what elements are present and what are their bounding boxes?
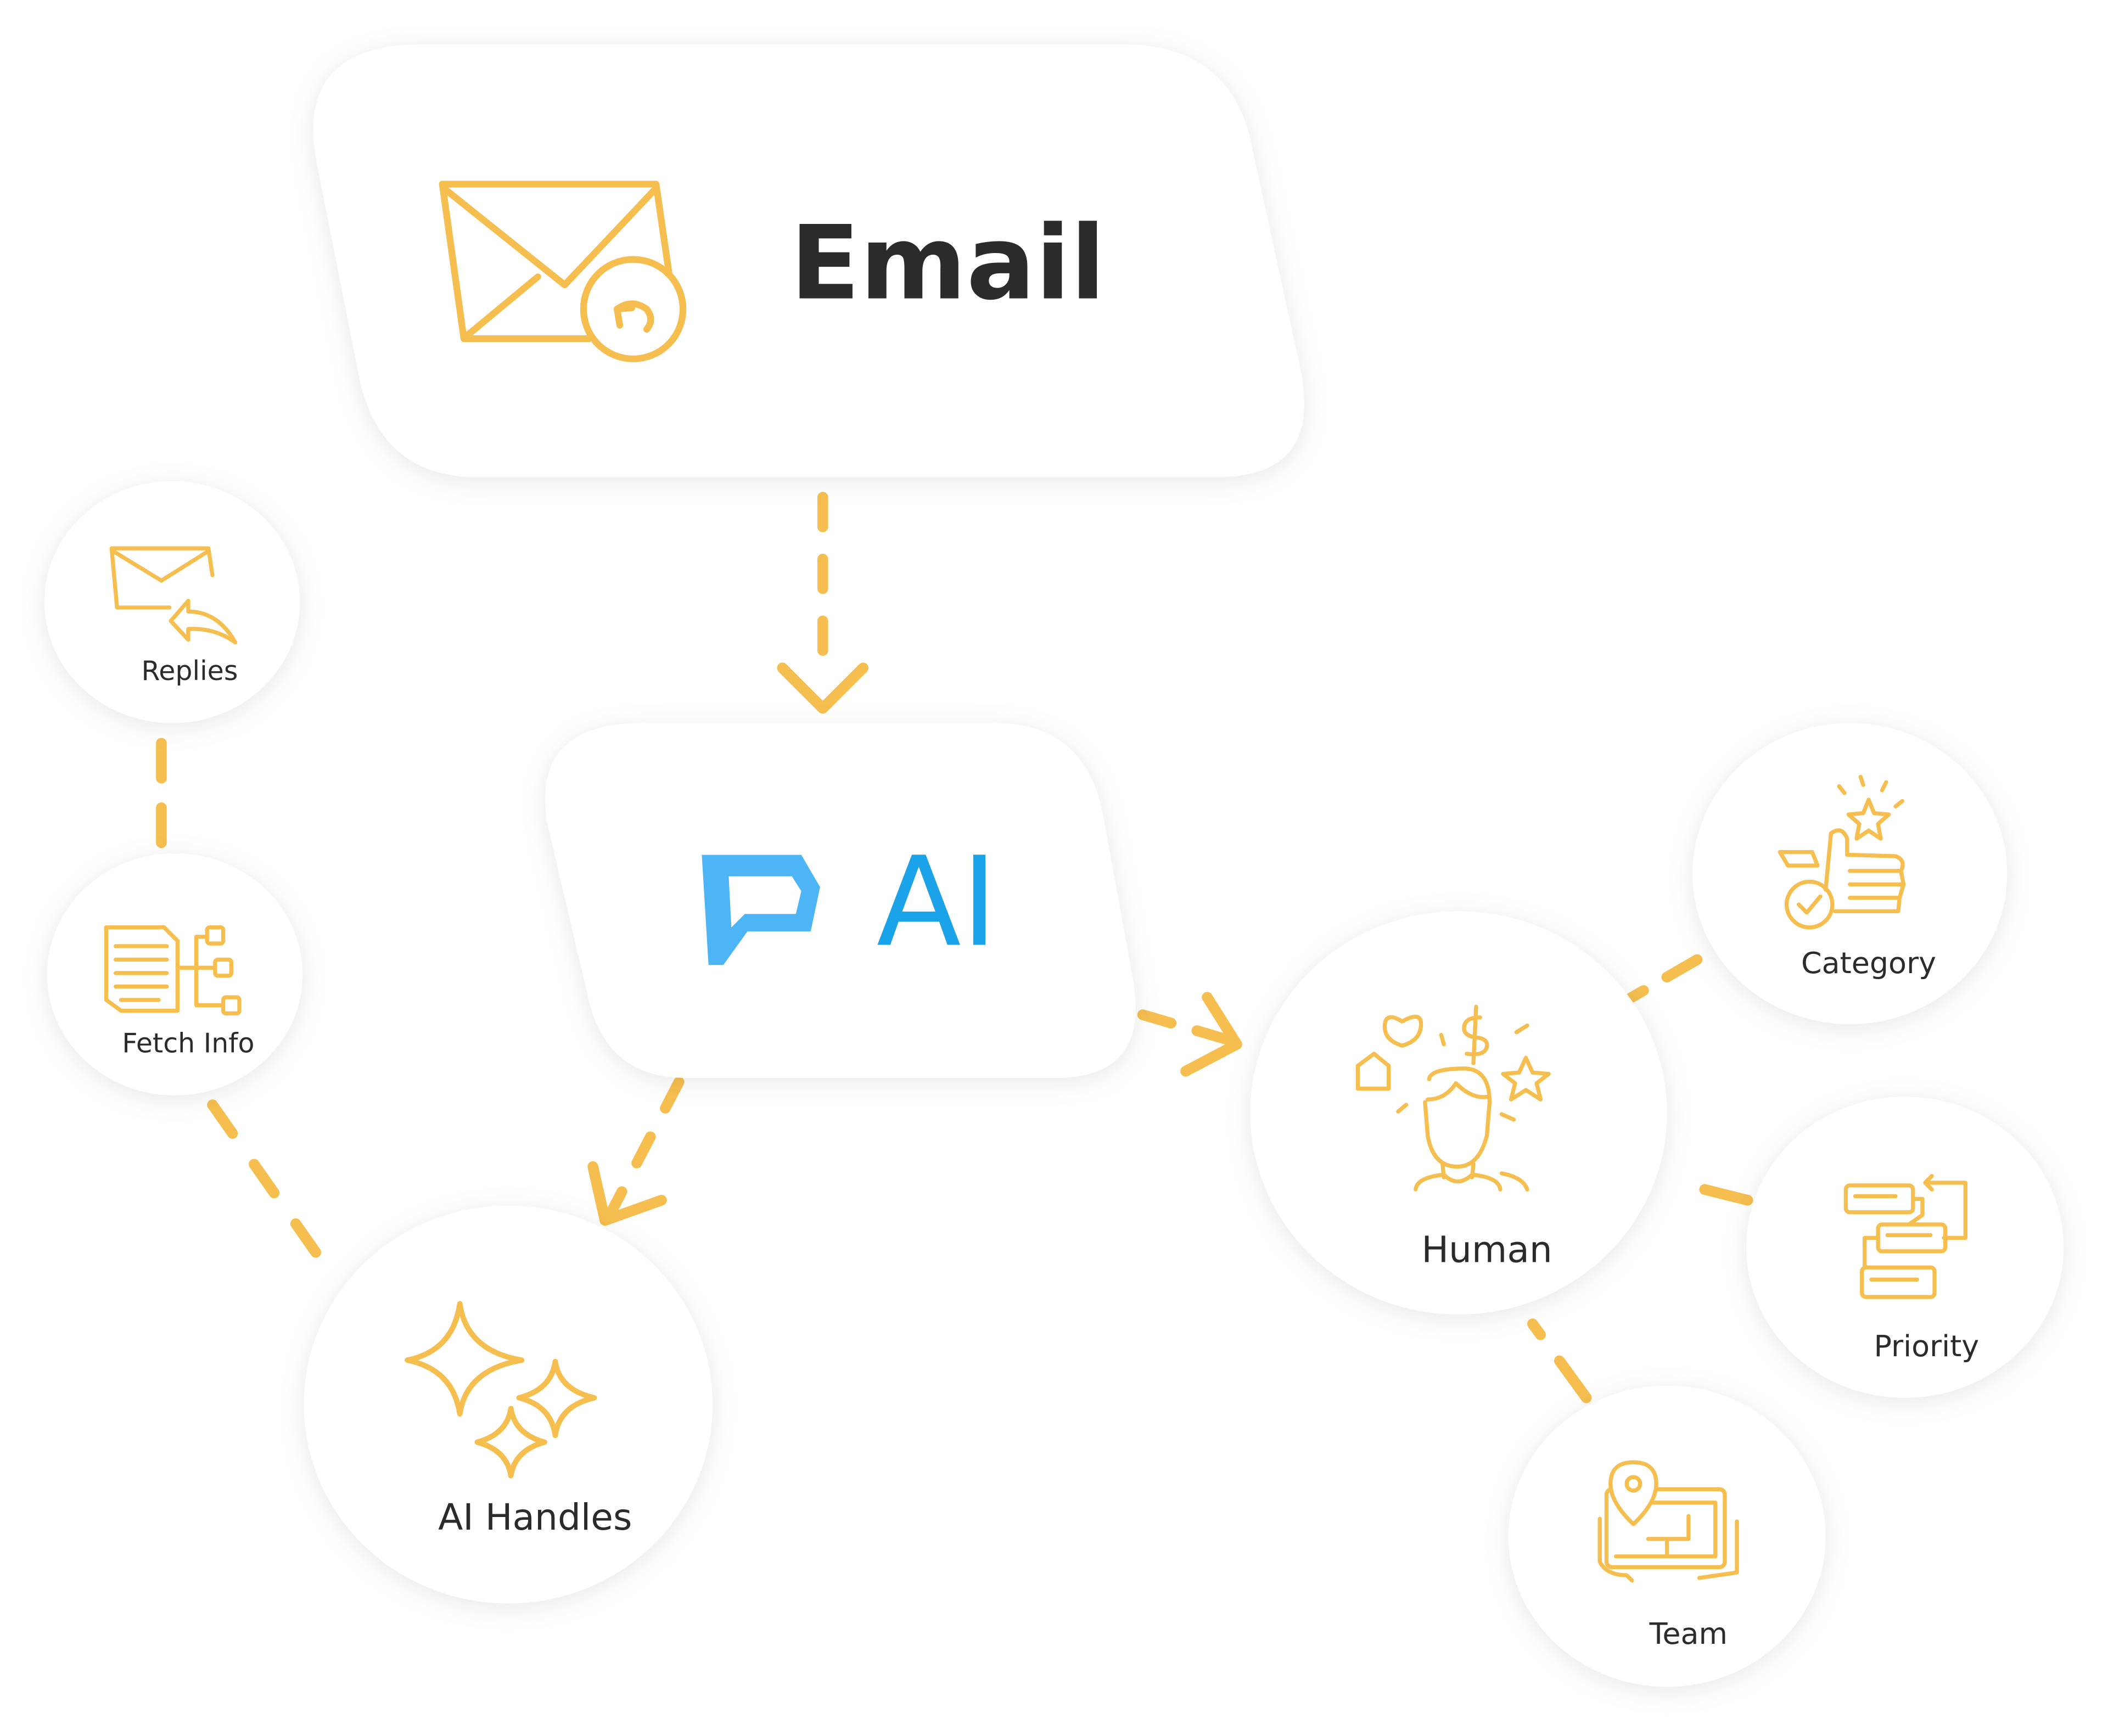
node-fetchinfo-label: Fetch Info xyxy=(122,1027,254,1059)
node-category-label: Category xyxy=(1801,946,1936,980)
edge-ai-human xyxy=(1137,1009,1240,1047)
arrowhead-ai-human xyxy=(1180,992,1242,1077)
task-flow-icon xyxy=(1843,1174,1967,1299)
node-fetchinfo: Fetch Info xyxy=(47,853,303,1095)
node-ai-label: AI xyxy=(877,831,998,975)
node-replies: Replies xyxy=(44,481,300,723)
node-human-label: Human xyxy=(1421,1228,1552,1271)
edge-human-category xyxy=(1607,942,1724,1014)
edge-human-team xyxy=(1527,1318,1592,1403)
node-team: Team xyxy=(1508,1385,1826,1687)
node-human: Human xyxy=(1250,911,1667,1314)
thumbs-up-star-icon xyxy=(1778,774,1906,930)
node-team-label: Team xyxy=(1649,1616,1728,1651)
node-email: Email xyxy=(313,44,1304,477)
edge-ai-aihandles xyxy=(603,1076,685,1222)
map-pin-tablet-icon xyxy=(1597,1460,1739,1583)
node-ai: AI xyxy=(545,723,1136,1078)
edge-human-priority xyxy=(1699,1184,1753,1206)
chat-bubble-icon xyxy=(702,855,820,965)
sparkles-icon xyxy=(405,1301,597,1479)
node-category: Category xyxy=(1692,723,2008,1025)
document-tree-icon xyxy=(104,925,242,1016)
edge-fetchinfo-aihandles xyxy=(207,1099,331,1272)
envelope-reply-arrow-icon xyxy=(109,546,238,645)
arrowhead-ai-aihandles xyxy=(587,1161,667,1226)
arrowhead-email-ai xyxy=(777,662,869,714)
person-thoughts-icon xyxy=(1355,1004,1551,1192)
node-priority: Priority xyxy=(1746,1097,2064,1398)
node-priority-label: Priority xyxy=(1874,1329,1979,1363)
node-aihandles: AI Handles xyxy=(304,1205,713,1604)
node-replies-label: Replies xyxy=(141,655,238,687)
envelope-reply-icon xyxy=(439,181,687,362)
node-email-label: Email xyxy=(790,204,1105,323)
node-aihandles-label: AI Handles xyxy=(438,1496,632,1538)
